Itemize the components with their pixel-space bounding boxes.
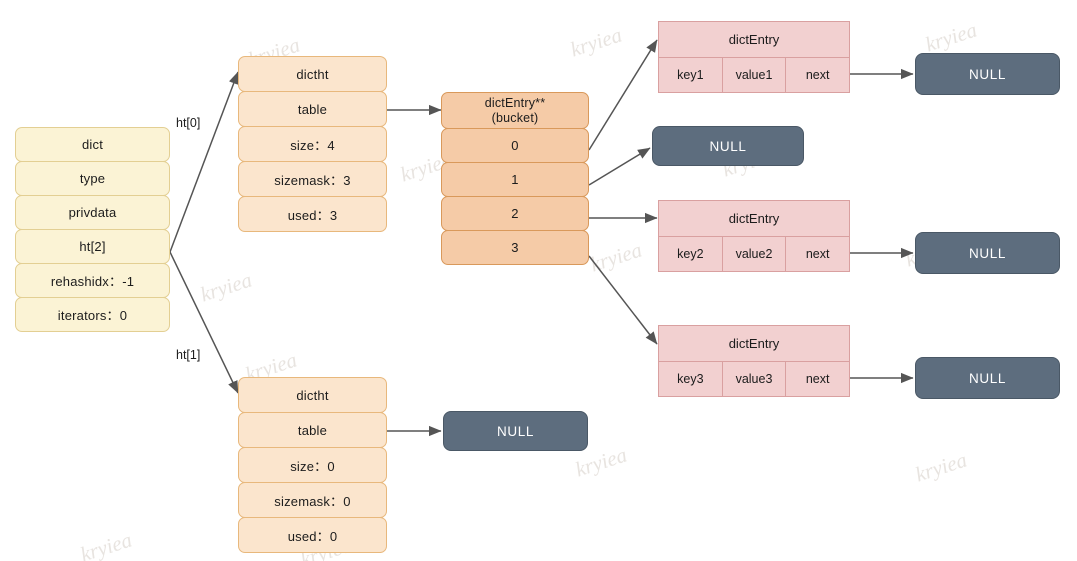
dict-row-iterators[interactable]: iterators：0 bbox=[15, 297, 170, 332]
bucket-slot-3[interactable]: 3 bbox=[441, 230, 589, 265]
dictht1-row-table[interactable]: table bbox=[238, 412, 387, 448]
bucket-header-name: (bucket) bbox=[491, 110, 539, 125]
dictentry-3-fields: key3 value3 next bbox=[659, 362, 849, 396]
null-entry2-next[interactable]: NULL bbox=[915, 232, 1060, 274]
dictentry-2-fields: key2 value2 next bbox=[659, 237, 849, 271]
dictentry-2: dictEntry key2 value2 next bbox=[658, 200, 850, 272]
dictentry-2-key[interactable]: key2 bbox=[659, 237, 723, 271]
watermark: kryiea bbox=[567, 22, 625, 62]
dictht1-row-title[interactable]: dictht bbox=[238, 377, 387, 413]
edge-label-ht0: ht[0] bbox=[176, 116, 201, 130]
edge-bucket1-null bbox=[588, 147, 651, 186]
watermark: kryiea bbox=[912, 447, 970, 487]
dictentry-1-key[interactable]: key1 bbox=[659, 58, 723, 92]
dict-row-rehashidx[interactable]: rehashidx：-1 bbox=[15, 263, 170, 298]
dictht0-row-table[interactable]: table bbox=[238, 91, 387, 127]
edge-ht1 bbox=[169, 251, 239, 394]
dict-row-dict[interactable]: dict bbox=[15, 127, 170, 162]
dictentry-3-value[interactable]: value3 bbox=[723, 362, 787, 396]
dictentry-3-title: dictEntry bbox=[659, 326, 849, 362]
dictht0-row-used[interactable]: used：3 bbox=[238, 196, 387, 232]
dictentry-2-value[interactable]: value2 bbox=[723, 237, 787, 271]
bucket-array: dictEntry** (bucket) 0 1 2 3 bbox=[441, 92, 589, 265]
dictentry-3-next[interactable]: next bbox=[805, 372, 830, 386]
bucket-slot-0[interactable]: 0 bbox=[441, 128, 589, 163]
dict-row-ht[interactable]: ht[2] bbox=[15, 229, 170, 264]
null-bucket1[interactable]: NULL bbox=[652, 126, 804, 166]
dictht0-row-title[interactable]: dictht bbox=[238, 56, 387, 92]
dictht1-row-used[interactable]: used：0 bbox=[238, 517, 387, 553]
dictentry-1-value[interactable]: value1 bbox=[723, 58, 787, 92]
dictentry-3-key[interactable]: key3 bbox=[659, 362, 723, 396]
dictht0-row-size[interactable]: size：4 bbox=[238, 126, 387, 162]
dictentry-2-title: dictEntry bbox=[659, 201, 849, 237]
dict-row-type[interactable]: type bbox=[15, 161, 170, 196]
dict-struct: dict type privdata ht[2] rehashidx：-1 it… bbox=[15, 127, 170, 332]
dictht0-row-sizemask[interactable]: sizemask：3 bbox=[238, 161, 387, 197]
dictht-1-struct: dictht table size：0 sizemask：0 used：0 bbox=[238, 377, 387, 553]
edge-bucket3-entry3 bbox=[588, 255, 658, 345]
bucket-header-type: dictEntry** bbox=[484, 96, 546, 111]
bucket-array-header: dictEntry** (bucket) bbox=[441, 92, 589, 129]
watermark: kryiea bbox=[587, 237, 645, 277]
dictht1-row-sizemask[interactable]: sizemask：0 bbox=[238, 482, 387, 518]
dictentry-3: dictEntry key3 value3 next bbox=[658, 325, 850, 397]
watermark: kryiea bbox=[922, 17, 980, 57]
dictentry-1-title: dictEntry bbox=[659, 22, 849, 58]
dictentry-2-next[interactable]: next bbox=[805, 247, 830, 261]
null-entry1-next[interactable]: NULL bbox=[915, 53, 1060, 95]
dictht-0-struct: dictht table size：4 sizemask：3 used：3 bbox=[238, 56, 387, 232]
edge-ht0 bbox=[169, 71, 239, 253]
bucket-slot-1[interactable]: 1 bbox=[441, 162, 589, 197]
null-entry3-next[interactable]: NULL bbox=[915, 357, 1060, 399]
null-dictht1-table[interactable]: NULL bbox=[443, 411, 588, 451]
edge-label-ht1: ht[1] bbox=[176, 348, 201, 362]
dictentry-1: dictEntry key1 value1 next bbox=[658, 21, 850, 93]
edge-bucket0-entry1 bbox=[588, 39, 658, 151]
dictentry-1-fields: key1 value1 next bbox=[659, 58, 849, 92]
bucket-slot-2[interactable]: 2 bbox=[441, 196, 589, 231]
dictentry-1-next[interactable]: next bbox=[805, 68, 830, 82]
watermark: kryiea bbox=[197, 267, 255, 307]
dict-row-privdata[interactable]: privdata bbox=[15, 195, 170, 230]
dictht1-row-size[interactable]: size：0 bbox=[238, 447, 387, 483]
watermark: kryiea bbox=[77, 527, 135, 561]
